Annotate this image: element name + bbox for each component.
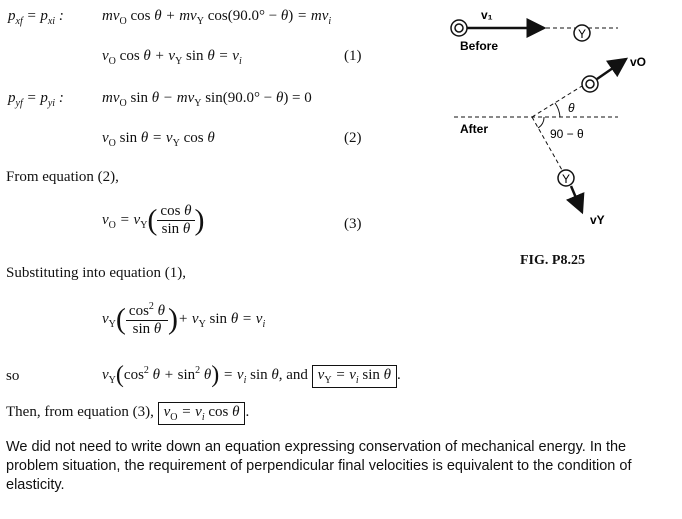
- label-before: Before: [460, 39, 498, 53]
- text-so: so: [6, 368, 20, 384]
- velocity-vy-arrow: [565, 185, 585, 215]
- ball-y-before: Y: [573, 24, 591, 42]
- answer-box-vo: vO = vi cos θ: [157, 402, 246, 425]
- label-theta: θ: [568, 101, 575, 115]
- ball-o-before: [450, 19, 468, 37]
- angle-theta-arc: [554, 102, 561, 118]
- text-then: Then, from equation (3),: [6, 404, 154, 420]
- ball-o-after: [581, 75, 599, 93]
- label-vo: vO: [630, 55, 646, 69]
- ball-y-after: Y: [557, 169, 575, 187]
- answer-box-vy: vY = vi sin θ: [311, 364, 398, 388]
- period: .: [397, 366, 401, 383]
- trajectory-y: [531, 116, 563, 171]
- text-from-equation-2: From equation (2),: [6, 169, 119, 185]
- collision-figure: Y v₁ Before After vO Y vY θ 90 − θ: [450, 8, 646, 227]
- label-after: After: [460, 122, 488, 136]
- equation-number-1: (1): [344, 48, 362, 64]
- eq-label-x-momentum: pxf = pxi :: [8, 8, 64, 27]
- explanation-paragraph: We did not need to write down an equatio…: [6, 439, 632, 493]
- period: .: [245, 404, 250, 420]
- label-vy: vY: [590, 213, 605, 227]
- text-substituting: Substituting into equation (1),: [6, 265, 186, 281]
- simplified-equation: vY(cos2 θ + sin2 θ) = vi sin θ, and vY =…: [102, 362, 401, 388]
- trajectory-o: [531, 85, 583, 118]
- x-momentum-equation: mvO cos θ + mvY cos(90.0° − θ) = mvi: [102, 8, 332, 27]
- velocity-vo-arrow: [596, 57, 629, 81]
- label-v1: v₁: [481, 8, 493, 22]
- equation-number-3: (3): [344, 216, 362, 232]
- svg-text:Y: Y: [578, 27, 586, 41]
- svg-text:Y: Y: [562, 172, 570, 186]
- figure-caption: FIG. P8.25: [520, 253, 585, 268]
- angle-90-minus-theta-arc: [537, 116, 545, 129]
- y-momentum-equation: mvO sin θ − mvY sin(90.0° − θ) = 0: [102, 90, 312, 109]
- equation-2: vO sin θ = vY cos θ: [102, 130, 215, 149]
- equation-1: vO cos θ + vY sin θ = vi: [102, 48, 242, 67]
- label-90-minus-theta: 90 − θ: [550, 127, 584, 141]
- eq-label-y-momentum: pyf = pyi :: [8, 90, 64, 109]
- text-then-from-equation-3: Then, from equation (3), vO = vi cos θ.: [6, 402, 249, 425]
- equation-number-2: (2): [344, 130, 362, 146]
